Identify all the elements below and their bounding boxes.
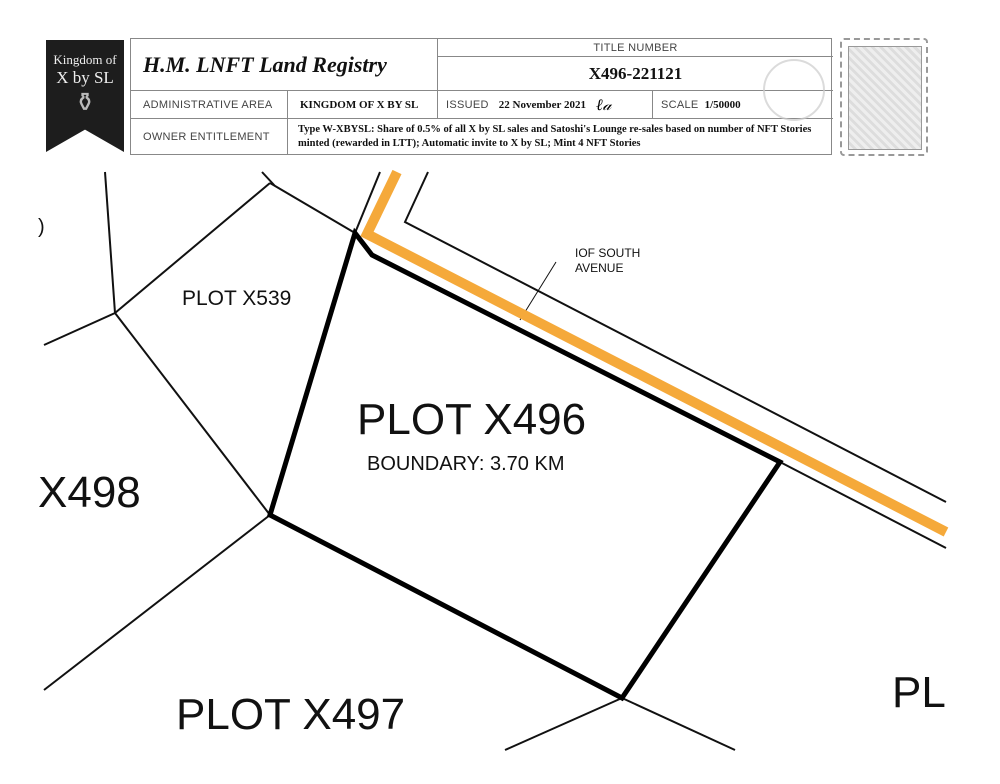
boundary-line	[504, 697, 623, 751]
road-label: IOF SOUTH AVENUE	[575, 246, 641, 275]
owner-label-cell: OWNER ENTITLEMENT	[131, 119, 288, 154]
owner-entitlement-value: Type W-XBYSL: Share of 0.5% of all X by …	[298, 123, 812, 149]
road-edge	[354, 171, 381, 234]
registry-header: H.M. LNFT Land Registry TITLE NUMBER X49…	[130, 38, 833, 155]
plot-x496-boundary	[267, 227, 784, 702]
plot-x497-label: PLOT X497	[176, 690, 406, 739]
admin-area-value: KINGDOM OF X BY SL	[300, 98, 419, 111]
logo-line2: X by SL	[56, 68, 114, 87]
registry-title: H.M. LNFT Land Registry	[143, 51, 387, 77]
issued-cell: ISSUED 22 November 2021 ℓ𝒶	[438, 91, 653, 119]
plot-partial-left: )	[38, 216, 45, 238]
kingdom-logo: Kingdom of X by SL ⚱	[46, 40, 124, 152]
boundary-line	[114, 182, 271, 314]
scale-label: SCALE	[661, 98, 699, 111]
issued-date: 22 November 2021	[498, 98, 586, 111]
scale-cell: SCALE 1/50000	[653, 91, 833, 119]
plot-boundary-label: BOUNDARY: 3.70 KM	[367, 453, 565, 475]
boundary-line	[114, 312, 271, 516]
title-number: X496-221121	[588, 63, 683, 83]
plot-x498-label: X498	[38, 468, 141, 517]
owner-entitlement-cell: Type W-XBYSL: Share of 0.5% of all X by …	[288, 119, 833, 154]
boundary-line	[43, 514, 271, 691]
registry-title-cell: H.M. LNFT Land Registry	[131, 39, 438, 91]
plot-x539-label: PLOT X539	[182, 287, 292, 310]
postage-stamp-icon	[840, 38, 928, 156]
issued-label: ISSUED	[446, 98, 489, 111]
title-number-label: TITLE NUMBER	[593, 41, 678, 54]
scale-value: 1/50000	[704, 98, 741, 111]
title-number-label-cell: TITLE NUMBER	[438, 39, 833, 57]
plot-partial-label: PL	[892, 668, 946, 717]
owner-entitlement-label: OWNER ENTITLEMENT	[143, 130, 270, 143]
admin-area-label-cell: ADMINISTRATIVE AREA	[131, 91, 288, 119]
admin-area-label: ADMINISTRATIVE AREA	[143, 98, 273, 111]
road-edge	[403, 171, 947, 503]
plot-x496-label: PLOT X496	[357, 395, 587, 444]
boundary-line	[621, 697, 736, 751]
admin-area-cell: KINGDOM OF X BY SL	[288, 91, 438, 119]
road-iof-south-avenue	[360, 169, 949, 537]
boundary-line	[261, 171, 356, 234]
vase-icon: ⚱	[74, 88, 96, 117]
road-edge	[779, 461, 947, 549]
logo-line1: Kingdom of	[53, 52, 117, 67]
boundary-line	[43, 171, 117, 346]
seal-stamp-icon	[763, 59, 825, 121]
title-number-cell: X496-221121	[438, 57, 833, 91]
signature-icon: ℓ𝒶	[595, 94, 612, 114]
